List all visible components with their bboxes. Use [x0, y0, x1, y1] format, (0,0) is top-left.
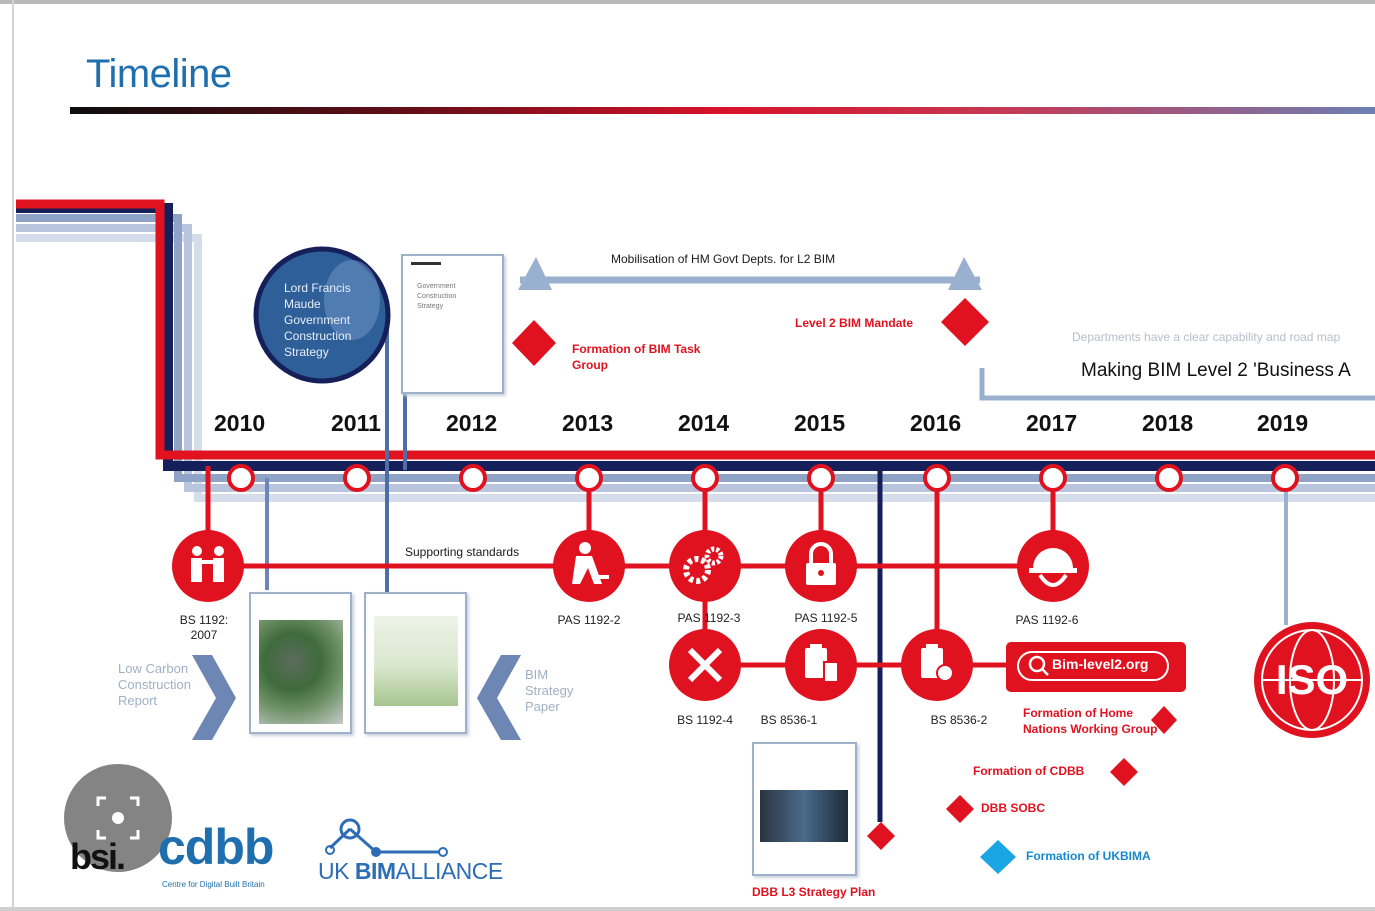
ukbim-logo-uk: UK — [318, 858, 355, 884]
bs1192-4-label: BS 1192-4 — [677, 713, 733, 727]
report-cover-image — [259, 620, 343, 724]
year-label-2016: 2016 — [910, 410, 962, 436]
bim-task-group-label: Formation of BIM Task Group — [572, 342, 701, 372]
frame-bottom-border — [0, 907, 1375, 911]
dbb-l3-strategy-document — [752, 742, 857, 876]
ukbima-label: Formation of UKBIMA — [1026, 849, 1151, 863]
year-label-2014: 2014 — [678, 410, 730, 436]
bsi-logo: bsi. — [70, 836, 126, 877]
low-carbon-report-document — [249, 592, 352, 734]
year-label-2010: 2010 — [214, 410, 266, 436]
frame-left-border — [12, 0, 14, 911]
pas1192-5-label: PAS 1192-5 — [794, 611, 858, 625]
chevron-right-icon — [192, 655, 236, 740]
lens-icon — [64, 764, 172, 872]
ukbim-logo-bim: BIM — [354, 858, 396, 884]
clipboard-person-icon — [901, 629, 973, 701]
year-label-2012: 2012 — [446, 410, 498, 436]
strategy-circle-photo — [253, 246, 391, 384]
bs8536-1-label: BS 8536-1 — [760, 713, 818, 727]
lock-icon — [785, 530, 857, 602]
bim-level2-link[interactable]: Bim-level2.org — [1052, 656, 1149, 672]
level2-mandate-label: Level 2 BIM Mandate — [795, 316, 914, 330]
year-nodes — [227, 464, 1299, 492]
year-node — [691, 464, 719, 492]
diamond-bim-task-group — [512, 320, 556, 366]
timeline-road — [16, 199, 1375, 502]
page-title: Timeline — [86, 52, 232, 96]
year-label-2011: 2011 — [331, 410, 381, 436]
business-as-usual-text: Making BIM Level 2 'Business A — [1081, 360, 1351, 381]
ukbim-molecule-icon — [325, 818, 448, 857]
year-node — [575, 464, 603, 492]
diamond-cdbb — [1110, 758, 1138, 786]
pas1192-6-label: PAS 1192-6 — [1015, 613, 1079, 627]
year-node — [1039, 464, 1067, 492]
iso-label: ISO — [1275, 656, 1349, 703]
year-label-2013: 2013 — [562, 410, 614, 436]
bim-strategy-paper-label: BIM Strategy Paper — [525, 667, 574, 714]
year-node — [343, 464, 371, 492]
strategy-circle-text: Lord Francis Maude Government Constructi… — [284, 281, 352, 359]
magnifier-icon — [1028, 655, 1049, 676]
dbb-l3-label: DBB L3 Strategy Plan — [752, 885, 876, 899]
people-icon — [172, 530, 244, 602]
chevron-left-icon — [477, 655, 521, 740]
cdbb-formation-label: Formation of CDBB — [973, 764, 1085, 778]
business-bracket — [979, 368, 1375, 401]
clipboard-building-icon — [785, 629, 857, 701]
strategy-document: Government Construction Strategy — [401, 254, 504, 394]
pas1192-2-label: PAS 1192-2 — [557, 613, 621, 627]
low-carbon-report-label: Low Carbon Construction Report — [118, 661, 191, 708]
year-node — [459, 464, 487, 492]
doc-header-bar — [411, 262, 441, 265]
doc-title: Government Construction Strategy — [417, 283, 457, 310]
year-node — [227, 464, 255, 492]
cdbb-subtitle: Centre for Digital Built Britain — [162, 880, 265, 889]
year-label-2015: 2015 — [794, 410, 846, 436]
construction-worker-icon — [553, 530, 625, 602]
diamond-home-nations — [1151, 706, 1177, 734]
hard-hat-icon — [1017, 530, 1089, 602]
bim-strategy-paper-document — [364, 592, 467, 734]
year-node — [807, 464, 835, 492]
bs1192-label: BS 1192: 2007 — [179, 613, 229, 642]
diamond-dbb-l3 — [867, 822, 895, 850]
ukbim-logo-alliance: ALLIANCE — [395, 858, 504, 884]
year-node — [1271, 464, 1299, 492]
supporting-standards-label: Supporting standards — [405, 545, 520, 559]
diamond-ukbima — [980, 840, 1016, 874]
title-underline — [70, 107, 1375, 114]
dbb-sobc-label: DBB SOBC — [981, 801, 1046, 815]
home-nations-label: Formation of Home Nations Working Group — [1023, 706, 1158, 736]
tools-icon — [669, 629, 741, 701]
gears-icon — [669, 530, 741, 602]
year-node — [1155, 464, 1183, 492]
dbb-cover-image — [760, 790, 848, 842]
year-label-2019: 2019 — [1257, 410, 1309, 436]
year-label-2017: 2017 — [1026, 410, 1078, 436]
year-label-2018: 2018 — [1142, 410, 1194, 436]
frame-top-border — [0, 0, 1375, 4]
bs8536-2-label: BS 8536-2 — [930, 713, 988, 727]
ukbim-alliance-logo: UK BIMALLIANCE — [318, 858, 503, 885]
diamond-level2-mandate — [941, 298, 989, 346]
paper-cover-image — [374, 616, 458, 706]
diamond-dbb-sobc — [946, 795, 974, 823]
mobilisation-arrow — [518, 257, 982, 290]
mobilisation-label: Mobilisation of HM Govt Depts. for L2 BI… — [611, 252, 836, 266]
departments-text: Departments have a clear capability and … — [1072, 330, 1341, 344]
cdbb-logo: cdbb — [158, 819, 274, 875]
iso-logo — [1254, 622, 1370, 738]
pas1192-3-label: PAS 1192-3 — [677, 611, 741, 625]
year-node — [923, 464, 951, 492]
